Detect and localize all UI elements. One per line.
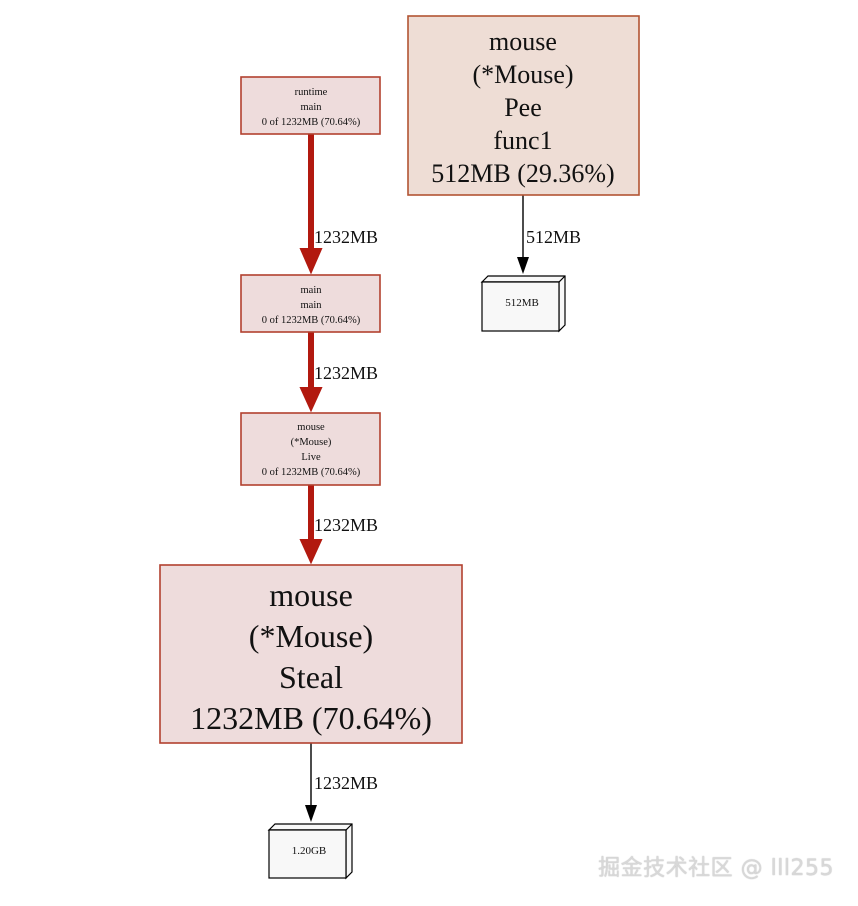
node-line: 1232MB (70.64%)	[190, 700, 432, 736]
node-line: runtime	[295, 87, 328, 98]
node-line: 512MB (29.36%)	[431, 159, 614, 188]
node-line: (*Mouse)	[249, 618, 373, 654]
node-main-main[interactable]: main main 0 of 1232MB (70.64%)	[240, 274, 381, 333]
node-mouse-steal[interactable]: mouse (*Mouse) Steal 1232MB (70.64%)	[159, 564, 463, 744]
edge-runtime-to-main: 1232MB	[299, 134, 378, 275]
node-line: 0 of 1232MB (70.64%)	[262, 467, 361, 478]
node-line: Steal	[279, 659, 343, 695]
edge-main-to-live: 1232MB	[299, 332, 378, 413]
alloc-box-1-20gb[interactable]: 1.20GB	[267, 823, 353, 880]
node-line: mouse	[269, 577, 353, 613]
node-line: 0 of 1232MB (70.64%)	[262, 117, 361, 128]
edge-label: 1232MB	[314, 363, 378, 383]
node-mouse-live[interactable]: mouse (*Mouse) Live 0 of 1232MB (70.64%)	[240, 412, 381, 486]
edge-pee-to-alloc: 512MB	[517, 195, 581, 274]
node-line: Pee	[504, 93, 542, 122]
node-line: (*Mouse)	[472, 60, 573, 89]
node-line: mouse	[297, 422, 325, 433]
edge-label: 512MB	[526, 227, 581, 247]
node-line: main	[301, 285, 323, 296]
node-line: 0 of 1232MB (70.64%)	[262, 315, 361, 326]
node-line: (*Mouse)	[291, 437, 332, 448]
node-line: main	[301, 300, 323, 311]
edge-label: 1232MB	[314, 773, 378, 793]
edge-live-to-steal: 1232MB	[299, 485, 378, 565]
alloc-box-512mb[interactable]: 512MB	[480, 275, 566, 333]
node-line: Live	[301, 452, 321, 463]
node-line: main	[301, 102, 323, 113]
node-runtime-main[interactable]: runtime main 0 of 1232MB (70.64%)	[240, 76, 381, 135]
node-mouse-pee[interactable]: mouse (*Mouse) Pee func1 512MB (29.36%)	[407, 15, 640, 196]
watermark: 掘金技术社区 @ lll255	[598, 856, 834, 881]
node-line: func1	[493, 126, 552, 155]
node-line: mouse	[489, 27, 557, 56]
alloc-label: 1.20GB	[292, 845, 327, 857]
alloc-label: 512MB	[505, 297, 539, 309]
edge-label: 1232MB	[314, 227, 378, 247]
edge-steal-to-alloc: 1232MB	[305, 743, 378, 822]
edge-label: 1232MB	[314, 515, 378, 535]
